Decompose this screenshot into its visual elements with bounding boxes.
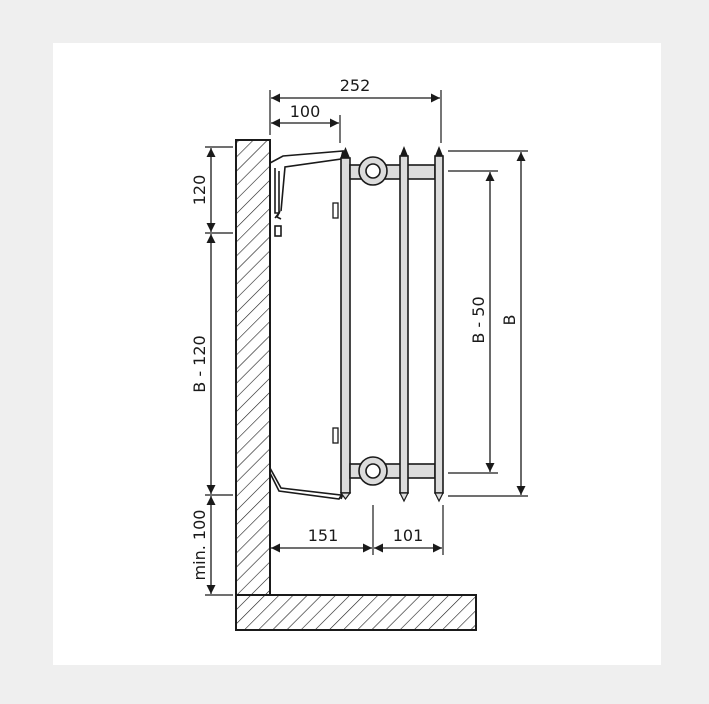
dim-top-offset: 120 bbox=[190, 175, 209, 206]
diagram-card: 252 100 120 B - 120 min. 100 B - 50 B 15… bbox=[53, 43, 661, 665]
extension-lines bbox=[205, 90, 528, 596]
wall-bracket bbox=[269, 150, 346, 500]
dim-bracket-spacing: B - 120 bbox=[190, 335, 209, 392]
floor bbox=[235, 594, 477, 631]
dim-overall-height: B bbox=[500, 315, 519, 326]
dim-bracket-depth: 100 bbox=[290, 102, 321, 121]
radiator-mounting-diagram: 252 100 120 B - 120 min. 100 B - 50 B 15… bbox=[190, 76, 528, 631]
dim-connection-to-front: 101 bbox=[393, 526, 424, 545]
radiator-headers bbox=[349, 156, 436, 486]
dim-total-depth: 252 bbox=[340, 76, 371, 95]
radiator-middle-panel bbox=[399, 146, 409, 503]
dimension-lines bbox=[206, 93, 526, 594]
dim-floor-clearance: min. 100 bbox=[190, 510, 209, 581]
dimension-labels: 252 100 120 B - 120 min. 100 B - 50 B 15… bbox=[190, 76, 519, 580]
radiator-front-panel bbox=[434, 146, 444, 503]
wall bbox=[235, 139, 271, 596]
dim-wall-to-connection: 151 bbox=[308, 526, 339, 545]
dim-connection-spacing: B - 50 bbox=[469, 296, 488, 343]
radiator-rear-panel bbox=[332, 147, 352, 500]
